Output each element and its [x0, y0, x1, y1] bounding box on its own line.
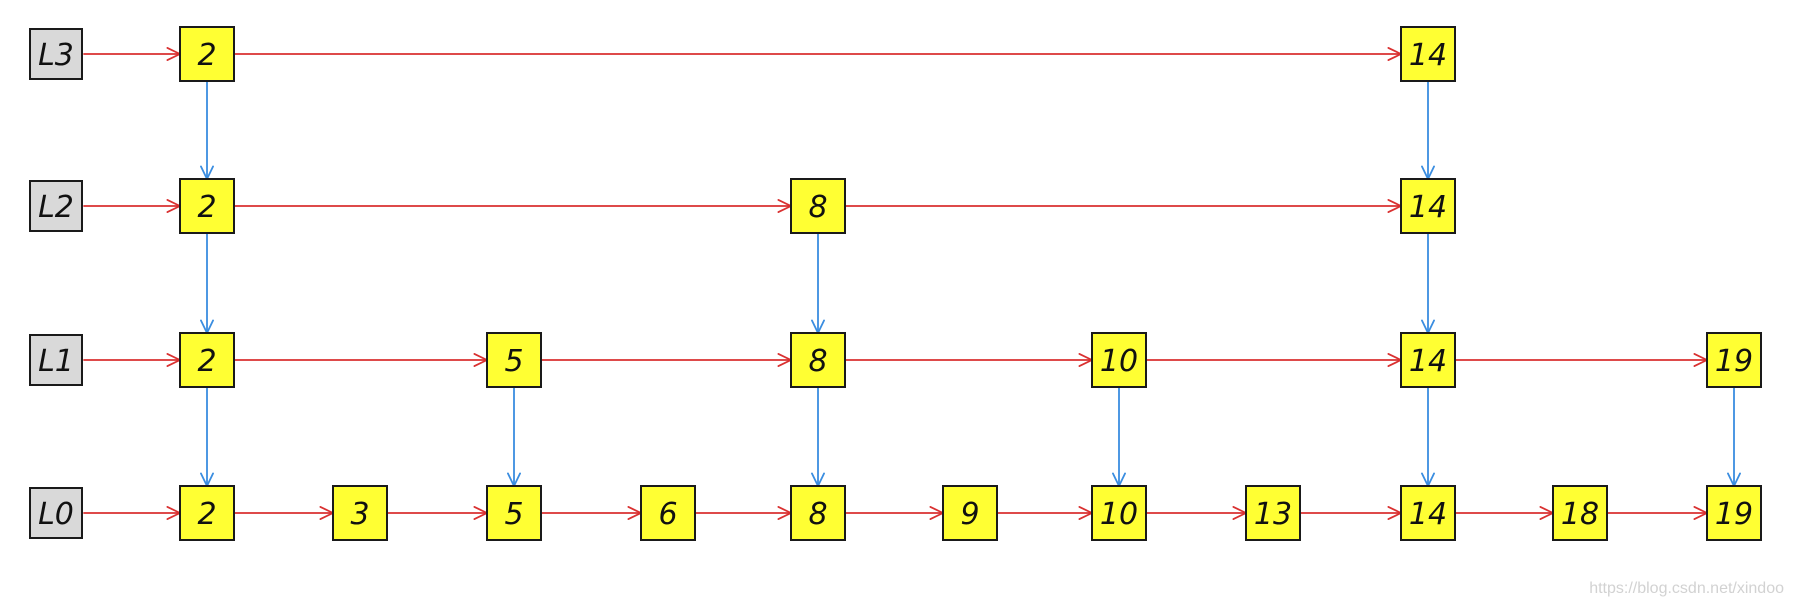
- node-l3-14: 14: [1400, 26, 1456, 82]
- level-header-l2: L2: [29, 180, 83, 232]
- level-label: L0: [38, 497, 74, 532]
- down-arrow-l2-14: [1421, 232, 1435, 334]
- down-arrow-l1-5: [507, 386, 521, 487]
- next-arrow-l2-2-8: [233, 199, 792, 213]
- watermark: https://blog.csdn.net/xindoo: [1589, 580, 1784, 597]
- next-arrow-l1-head-2: [83, 353, 181, 367]
- node-l1-5: 5: [486, 332, 542, 388]
- next-arrow-l1-5-8: [540, 353, 792, 367]
- next-arrow-l0-18-19: [1606, 506, 1708, 520]
- level-header-l3: L3: [29, 28, 83, 80]
- node-l1-14: 14: [1400, 332, 1456, 388]
- node-value: 14: [1409, 190, 1447, 225]
- next-arrow-l3-2-14: [233, 47, 1402, 61]
- node-l0-14: 14: [1400, 485, 1456, 541]
- node-l0-19: 19: [1706, 485, 1762, 541]
- next-arrow-l0-9-10: [996, 506, 1093, 520]
- node-value: 2: [197, 344, 216, 379]
- next-arrow-l3-head-2: [83, 47, 181, 61]
- node-value: 5: [504, 497, 523, 532]
- node-l1-19: 19: [1706, 332, 1762, 388]
- node-l0-13: 13: [1245, 485, 1301, 541]
- down-arrow-l3-14: [1421, 80, 1435, 180]
- next-arrow-l0-3-5: [386, 506, 488, 520]
- down-arrow-l2-8: [811, 232, 825, 334]
- edges-layer: [83, 47, 1741, 520]
- node-value: 6: [658, 497, 677, 532]
- node-value: 10: [1100, 344, 1138, 379]
- node-l1-10: 10: [1091, 332, 1147, 388]
- next-arrow-l0-14-18: [1454, 506, 1554, 520]
- node-l2-2: 2: [179, 178, 235, 234]
- node-l0-8: 8: [790, 485, 846, 541]
- node-value: 14: [1409, 38, 1447, 73]
- next-arrow-l0-5-6: [540, 506, 642, 520]
- next-arrow-l0-8-9: [844, 506, 944, 520]
- next-arrow-l1-8-10: [844, 353, 1093, 367]
- node-l0-18: 18: [1552, 485, 1608, 541]
- node-l0-3: 3: [332, 485, 388, 541]
- node-l3-2: 2: [179, 26, 235, 82]
- node-value: 8: [808, 190, 827, 225]
- node-l2-14: 14: [1400, 178, 1456, 234]
- down-arrow-l3-2: [200, 80, 214, 180]
- node-value: 18: [1561, 497, 1599, 532]
- node-l1-2: 2: [179, 332, 235, 388]
- node-l1-8: 8: [790, 332, 846, 388]
- node-value: 8: [808, 497, 827, 532]
- node-value: 19: [1715, 497, 1753, 532]
- node-value: 9: [960, 497, 979, 532]
- node-value: 2: [197, 38, 216, 73]
- down-arrow-l1-2: [200, 386, 214, 487]
- next-arrow-l2-head-2: [83, 199, 181, 213]
- node-l0-5: 5: [486, 485, 542, 541]
- level-label: L1: [38, 344, 74, 379]
- next-arrow-l0-10-13: [1145, 506, 1247, 520]
- down-arrow-l2-2: [200, 232, 214, 334]
- node-value: 13: [1254, 497, 1292, 532]
- down-arrow-l1-10: [1112, 386, 1126, 487]
- down-arrow-l1-14: [1421, 386, 1435, 487]
- node-l0-10: 10: [1091, 485, 1147, 541]
- node-value: 3: [350, 497, 369, 532]
- node-value: 2: [197, 497, 216, 532]
- down-arrow-l1-8: [811, 386, 825, 487]
- level-header-l1: L1: [29, 334, 83, 386]
- next-arrow-l0-13-14: [1299, 506, 1402, 520]
- node-l0-9: 9: [942, 485, 998, 541]
- node-l0-2: 2: [179, 485, 235, 541]
- next-arrow-l0-6-8: [694, 506, 792, 520]
- node-value: 10: [1100, 497, 1138, 532]
- down-arrow-l1-19: [1727, 386, 1741, 487]
- level-label: L2: [38, 190, 74, 225]
- next-arrow-l1-14-19: [1454, 353, 1708, 367]
- next-arrow-l1-10-14: [1145, 353, 1402, 367]
- node-value: 14: [1409, 344, 1447, 379]
- next-arrow-l0-2-3: [233, 506, 334, 520]
- level-header-l0: L0: [29, 487, 83, 539]
- node-l0-6: 6: [640, 485, 696, 541]
- next-arrow-l1-2-5: [233, 353, 488, 367]
- node-value: 2: [197, 190, 216, 225]
- node-value: 19: [1715, 344, 1753, 379]
- next-arrow-l2-8-14: [844, 199, 1402, 213]
- level-label: L3: [38, 38, 74, 73]
- next-arrow-l0-head-2: [83, 506, 181, 520]
- node-l2-8: 8: [790, 178, 846, 234]
- node-value: 5: [504, 344, 523, 379]
- node-value: 14: [1409, 497, 1447, 532]
- node-value: 8: [808, 344, 827, 379]
